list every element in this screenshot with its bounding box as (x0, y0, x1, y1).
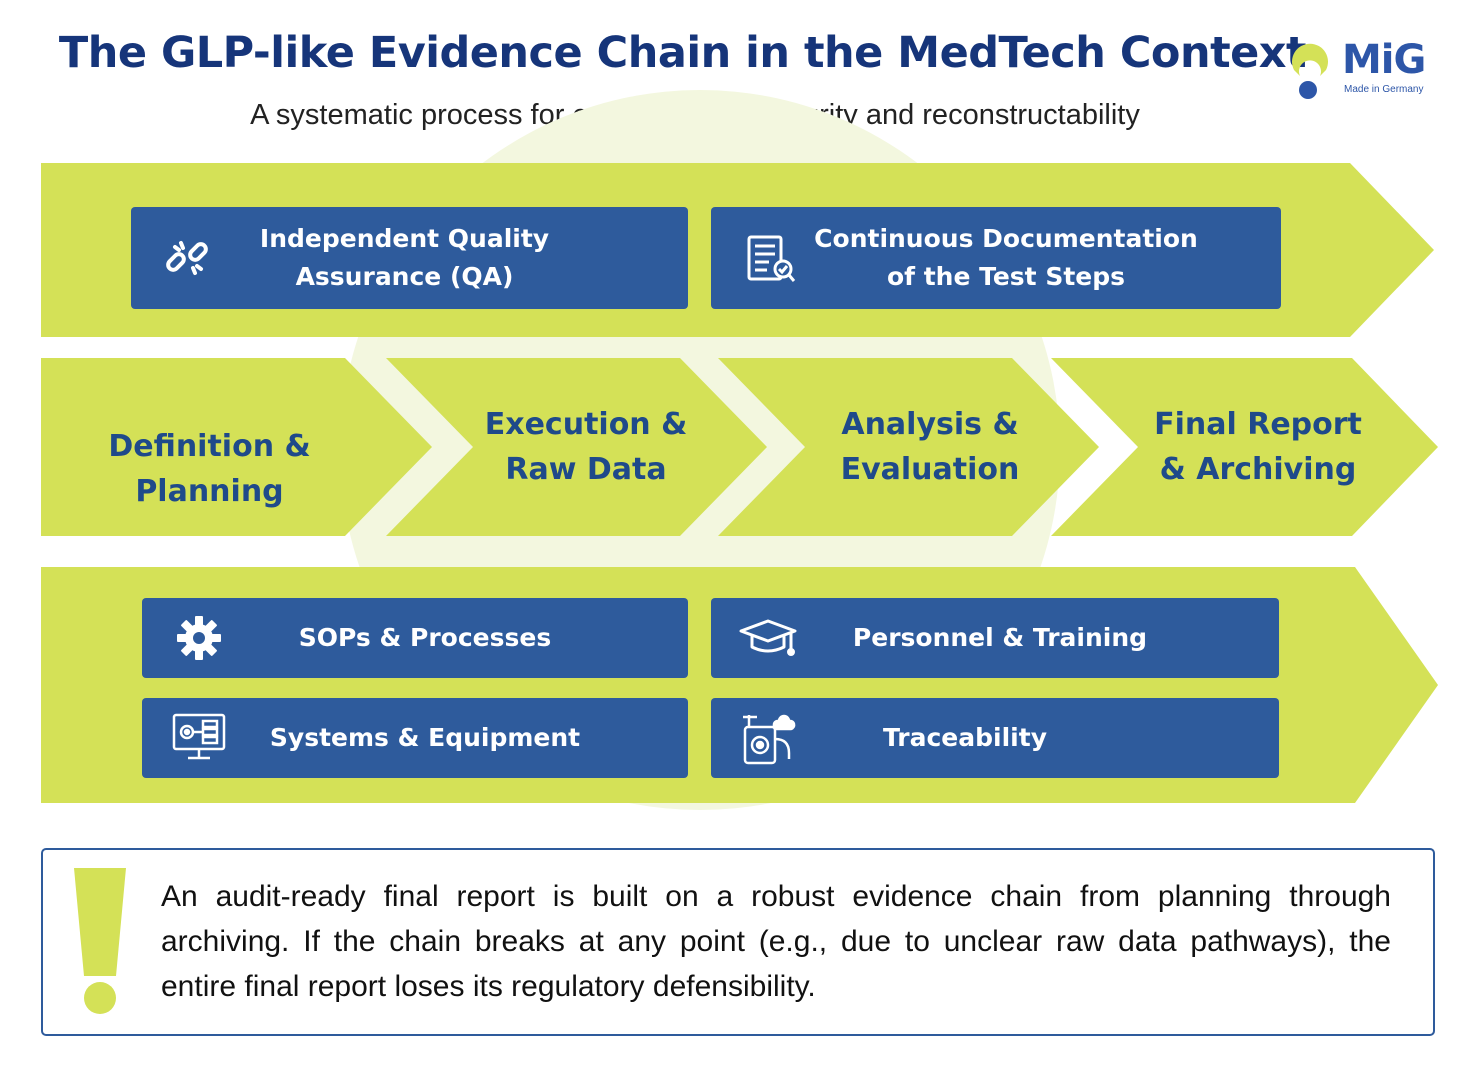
step-chevron-4 (1051, 358, 1438, 536)
logo-word: MiG (1342, 37, 1426, 83)
systems-label: Systems & Equipment (269, 723, 581, 752)
sops-box: SOPs & Processes (142, 598, 688, 678)
documentation-label: Continuous Documentation of the Test Ste… (814, 224, 1198, 291)
gear-icon (177, 616, 221, 660)
step-definition-planning: Definition & Planning (108, 429, 311, 509)
note-box: An audit-ready final report is built on … (41, 848, 1435, 1036)
traceability-box: Traceability (711, 698, 1279, 778)
traceability-label: Traceability (882, 723, 1047, 752)
systems-box: Systems & Equipment (142, 698, 688, 778)
note-text: An audit-ready final report is built on … (161, 880, 1391, 1003)
step-chevron-3 (718, 358, 1099, 536)
page-title: The GLP-like Evidence Chain in the MedTe… (58, 28, 1307, 78)
logo-mark-icon (1292, 43, 1328, 99)
step-execution-raw-data: Execution & Raw Data (484, 407, 688, 487)
graduation-cap-icon (739, 619, 797, 656)
mig-logo: MiG Made in Germany (1286, 36, 1436, 102)
traceability-equipment-icon (743, 714, 796, 765)
sops-label: SOPs & Processes (298, 623, 552, 652)
personnel-label: Personnel & Training (852, 623, 1148, 652)
personnel-box: Personnel & Training (711, 598, 1279, 678)
step-analysis-evaluation: Analysis & Evaluation (840, 407, 1020, 487)
qa-box: Independent Quality Assurance (QA) (131, 207, 688, 309)
exclamation-icon (74, 868, 126, 1014)
document-checklist-icon (747, 235, 796, 282)
documentation-box: Continuous Documentation of the Test Ste… (711, 207, 1281, 309)
qa-label: Independent Quality Assurance (QA) (259, 224, 550, 291)
broken-link-icon (166, 241, 208, 275)
logo-tagline: Made in Germany (1344, 84, 1424, 95)
step-chevron-1 (41, 358, 432, 536)
monitor-system-icon (172, 713, 226, 760)
step-final-report-archiving: Final Report & Archiving (1154, 407, 1362, 487)
step-chevron-2 (386, 358, 767, 536)
